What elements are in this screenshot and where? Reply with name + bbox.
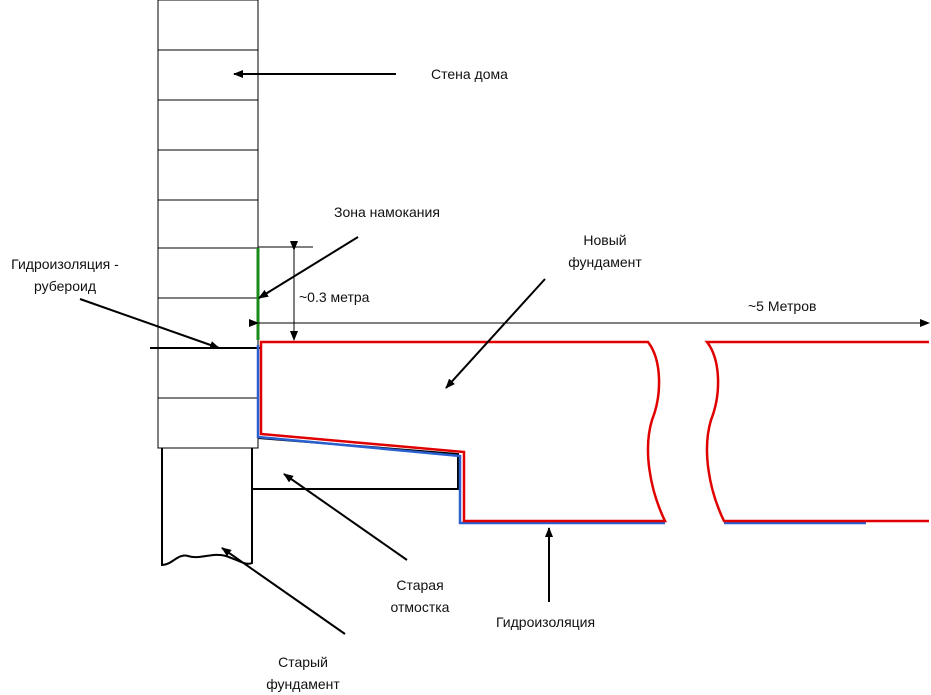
label-waterproofing: Гидроизоляция [496, 614, 596, 630]
label-old-foundation-line-2: фундамент [266, 676, 340, 692]
label-new-foundation: Новый фундамент [540, 229, 670, 273]
label-roofing-line-2: рубероид [34, 278, 96, 294]
label-roofing-line-1: Гидроизоляция - [11, 256, 119, 272]
arrow-old-blind-area [283, 473, 408, 561]
label-length-dimension: ~5 Метров [748, 298, 817, 314]
old-foundation [161, 448, 253, 567]
label-old-blind-area-line-1: Старая [396, 577, 444, 593]
arrow-roofing [79, 298, 220, 349]
label-height-dimension: ~0.3 метра [299, 289, 370, 305]
waterproofing-blue [256, 345, 866, 525]
label-new-foundation-line-2: фундамент [568, 254, 642, 270]
label-wall: Стена дома [431, 66, 508, 82]
label-roofing-waterproofing: Гидроизоляция - рубероид [0, 253, 130, 297]
label-old-blind-area-line-2: отмостка [390, 599, 450, 615]
new-foundation-left [259, 340, 667, 523]
new-foundation-right [704, 340, 929, 523]
arrow-new-foundation [445, 278, 546, 389]
arrow-wet-zone [258, 236, 359, 299]
label-wet-zone: Зона намокания [334, 204, 440, 220]
arrow-old-foundation [221, 547, 346, 635]
label-old-blind-area: Старая отмостка [360, 574, 480, 618]
label-old-foundation: Старый фундамент [243, 651, 363, 695]
house-wall [157, 0, 259, 449]
label-old-foundation-line-1: Старый [278, 654, 328, 670]
label-new-foundation-line-1: Новый [583, 232, 627, 248]
